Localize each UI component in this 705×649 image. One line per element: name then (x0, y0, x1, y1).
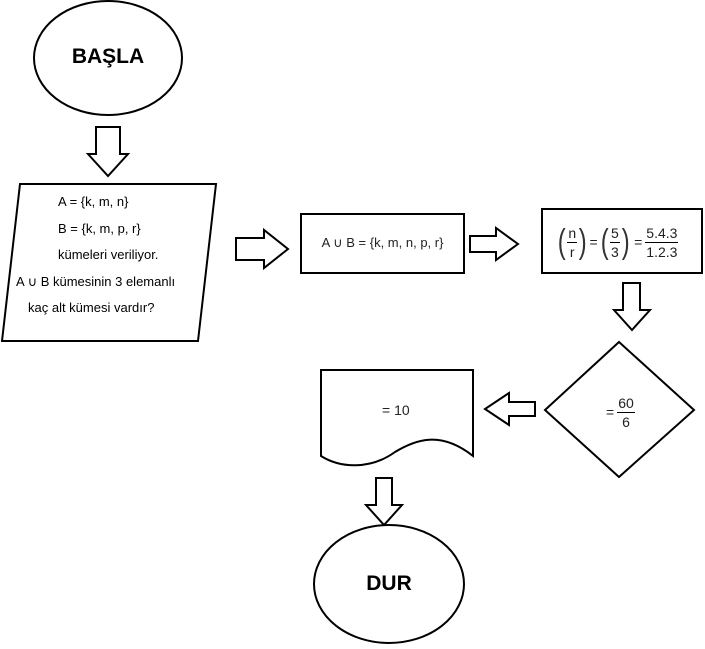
arrow-step1-to-step2 (469, 226, 520, 262)
union-process-box (300, 213, 465, 274)
combination-process-box (541, 208, 703, 274)
input-line-1: A = {k, m, n} (58, 194, 129, 209)
equals-sign-1: = (589, 234, 598, 250)
input-line-3: kümeleri veriliyor. (58, 247, 159, 262)
end-terminal (313, 524, 465, 644)
input-line-2: B = {k, m, p, r} (58, 221, 141, 236)
arrow-input-to-step1 (235, 227, 290, 271)
division-formula: = 60 6 (606, 392, 635, 432)
fraction-60: 60 (617, 394, 635, 413)
fraction-543-123: 5.4.3 1.2.3 (645, 224, 679, 260)
input-line-4: A ∪ B kümesinin 3 elemanlı (16, 274, 176, 289)
fraction-6: 6 (622, 413, 630, 430)
arrow-step2-to-decision (611, 282, 653, 332)
end-label: DUR (366, 572, 412, 595)
division-decision-diamond (543, 340, 696, 479)
binom1-top: n (567, 224, 578, 243)
binom2-top: 5 (609, 224, 620, 243)
equals-sign-3: = (606, 404, 615, 420)
fraction-numerator: 5.4.3 (645, 224, 679, 243)
start-terminal (33, 0, 183, 116)
binom2-bottom: 3 (610, 243, 619, 260)
equals-sign-2: = (634, 234, 643, 250)
input-parallelogram (0, 183, 218, 342)
fraction-60-6: 60 6 (617, 396, 635, 429)
result-document (320, 369, 474, 467)
start-label: BAŞLA (71, 45, 145, 68)
arrow-result-to-end (363, 477, 405, 527)
result-text: = 10 (382, 402, 410, 418)
arrow-decision-to-result (483, 391, 536, 427)
input-line-5: kaç alt kümesi vardır? (28, 300, 155, 315)
union-result-text: A ∪ B = {k, m, n, p, r} (321, 235, 444, 250)
binom1-bottom: r (569, 243, 575, 260)
arrow-start-to-input (85, 126, 131, 178)
fraction-denominator: 1.2.3 (646, 243, 678, 260)
